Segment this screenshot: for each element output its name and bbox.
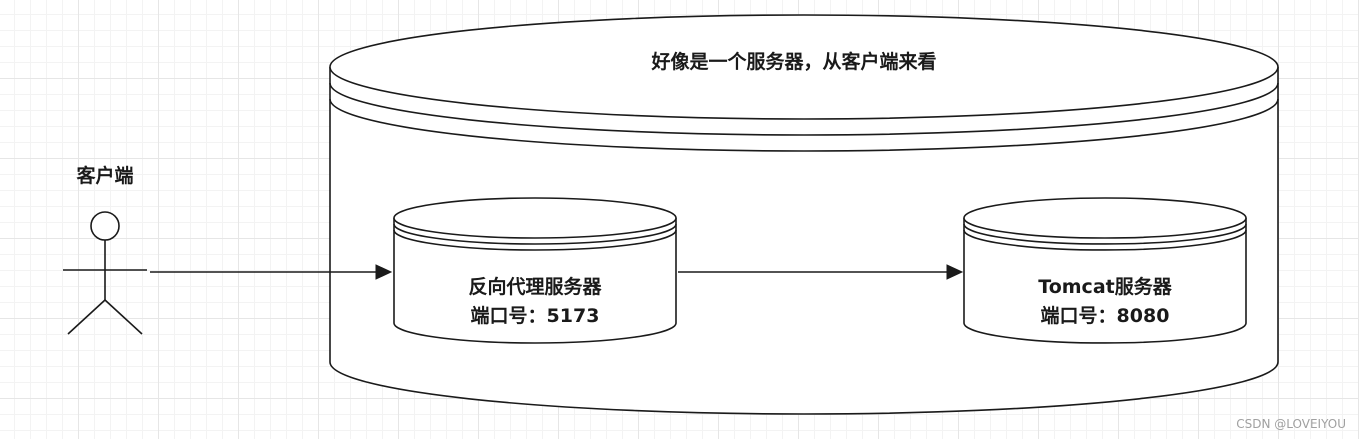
tomcat-name: Tomcat服务器 [1038, 275, 1172, 298]
outer-cylinder-rim-line-1 [329, 82, 1279, 136]
reverse-proxy-port: 端口号：5173 [471, 304, 600, 327]
arrow-client-to-proxy [150, 264, 393, 280]
outer-server-title: 好像是一个服务器，从客户端来看 [650, 50, 936, 73]
tomcat-cylinder: Tomcat服务器 端口号：8080 [963, 197, 1247, 344]
client-head-icon [90, 211, 120, 241]
reverse-proxy-rim-line-1 [393, 223, 677, 245]
watermark: CSDN @LOVEIYOU [1236, 417, 1346, 431]
arrow-proxy-to-tomcat-head [946, 264, 964, 280]
reverse-proxy-body [393, 218, 677, 344]
tomcat-rim-line-2 [963, 229, 1247, 251]
reverse-proxy-name: 反向代理服务器 [468, 275, 602, 298]
tomcat-rim-line-1 [963, 223, 1247, 245]
reverse-proxy-cylinder: 反向代理服务器 端口号：5173 [393, 197, 677, 344]
tomcat-body [963, 218, 1247, 344]
outer-cylinder-rim-line-2 [329, 98, 1279, 152]
arrow-proxy-to-tomcat [678, 264, 964, 280]
client-right-leg [104, 299, 143, 335]
outer-cylinder-top [329, 14, 1279, 120]
client-label: 客户端 [76, 164, 133, 187]
tomcat-port: 端口号：8080 [1041, 304, 1170, 327]
client-left-leg [67, 299, 106, 335]
tomcat-top [963, 197, 1247, 239]
arrow-client-to-proxy-head [375, 264, 393, 280]
client-actor: 客户端 [63, 164, 147, 335]
reverse-proxy-top [393, 197, 677, 239]
reverse-proxy-rim-line-2 [393, 229, 677, 251]
